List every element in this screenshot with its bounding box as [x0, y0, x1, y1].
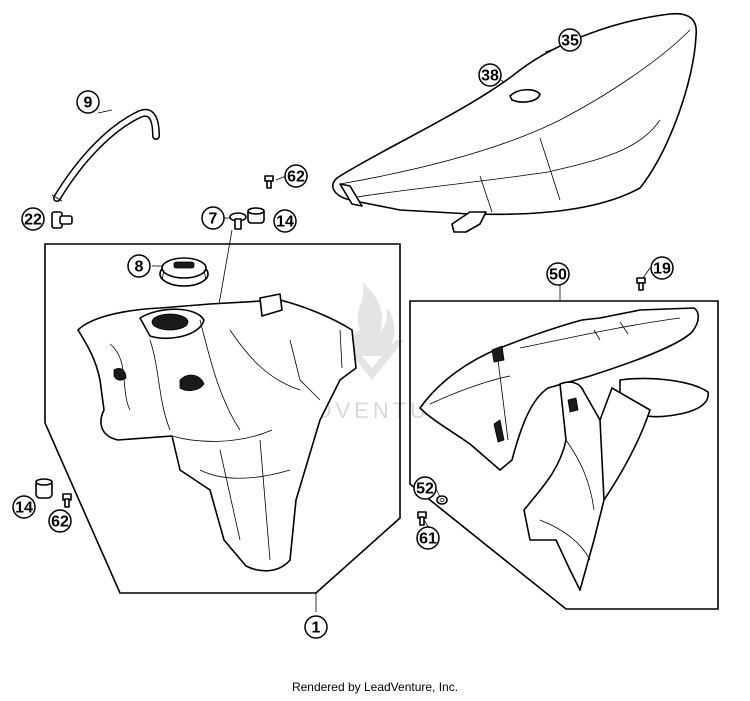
callout-number: 1 [312, 620, 321, 637]
spoiler-group-frame [409, 300, 719, 610]
fuel-tank [77, 293, 357, 572]
callout-14: 14 [12, 495, 36, 519]
screw [62, 493, 72, 508]
spacer [247, 207, 265, 224]
fuel-valve [229, 212, 247, 230]
callout-number: 50 [549, 267, 567, 284]
callout-number: 52 [416, 481, 434, 498]
callout-circle [416, 526, 440, 550]
spoiler-left [419, 307, 700, 471]
callout-circle [650, 256, 674, 280]
spoiler-right [523, 377, 709, 591]
callout-circle [201, 206, 225, 230]
callout-61: 61 [416, 526, 440, 550]
callout-9: 9 [76, 90, 100, 114]
callout-38: 38 [478, 63, 502, 87]
callout-22: 22 [21, 207, 45, 231]
callout-circle [127, 254, 151, 278]
seat [332, 12, 698, 233]
callout-circle [546, 262, 570, 286]
callout-35: 35 [558, 28, 582, 52]
callouts: 35 38 9 62 22 7 14 8 50 19 14 62 52 61 1 [12, 28, 674, 639]
callout-circle [413, 476, 437, 500]
callout-number: 35 [561, 33, 579, 50]
callout-number: 62 [287, 169, 305, 186]
callout-number: 19 [653, 261, 671, 278]
washer [436, 495, 448, 505]
screw [264, 175, 274, 189]
callout-number: 9 [84, 95, 93, 112]
callout-52: 52 [413, 476, 437, 500]
callout-7: 7 [201, 206, 225, 230]
callout-number: 14 [15, 500, 33, 517]
callout-1: 1 [304, 615, 328, 639]
callout-19: 19 [650, 256, 674, 280]
breather-hose [51, 108, 160, 202]
screw [636, 277, 646, 291]
callout-number: 62 [51, 514, 69, 531]
callout-circle [48, 509, 72, 533]
callout-number: 22 [24, 212, 42, 229]
callout-number: 8 [135, 259, 144, 276]
callout-number: 61 [419, 531, 437, 548]
fuel-cap [159, 257, 209, 287]
spacer [35, 478, 53, 499]
callout-14: 14 [273, 209, 297, 233]
rendered-by-footer: Rendered by LeadVenture, Inc. [291, 680, 459, 694]
callout-8: 8 [127, 254, 151, 278]
callout-circle [12, 495, 36, 519]
callout-circle [284, 164, 308, 188]
callout-circle [273, 209, 297, 233]
callout-number: 38 [481, 68, 499, 85]
callout-circle [558, 28, 582, 52]
callout-circle [76, 90, 100, 114]
callout-circle [478, 63, 502, 87]
callout-62: 62 [284, 164, 308, 188]
callout-number: 7 [209, 211, 218, 228]
callout-circle [304, 615, 328, 639]
bolt [417, 511, 427, 526]
callout-50: 50 [546, 262, 570, 286]
callout-62: 62 [48, 509, 72, 533]
hose-fitting [51, 211, 73, 229]
callout-circle [21, 207, 45, 231]
callout-number: 14 [276, 214, 294, 231]
seat-patch [509, 88, 541, 103]
